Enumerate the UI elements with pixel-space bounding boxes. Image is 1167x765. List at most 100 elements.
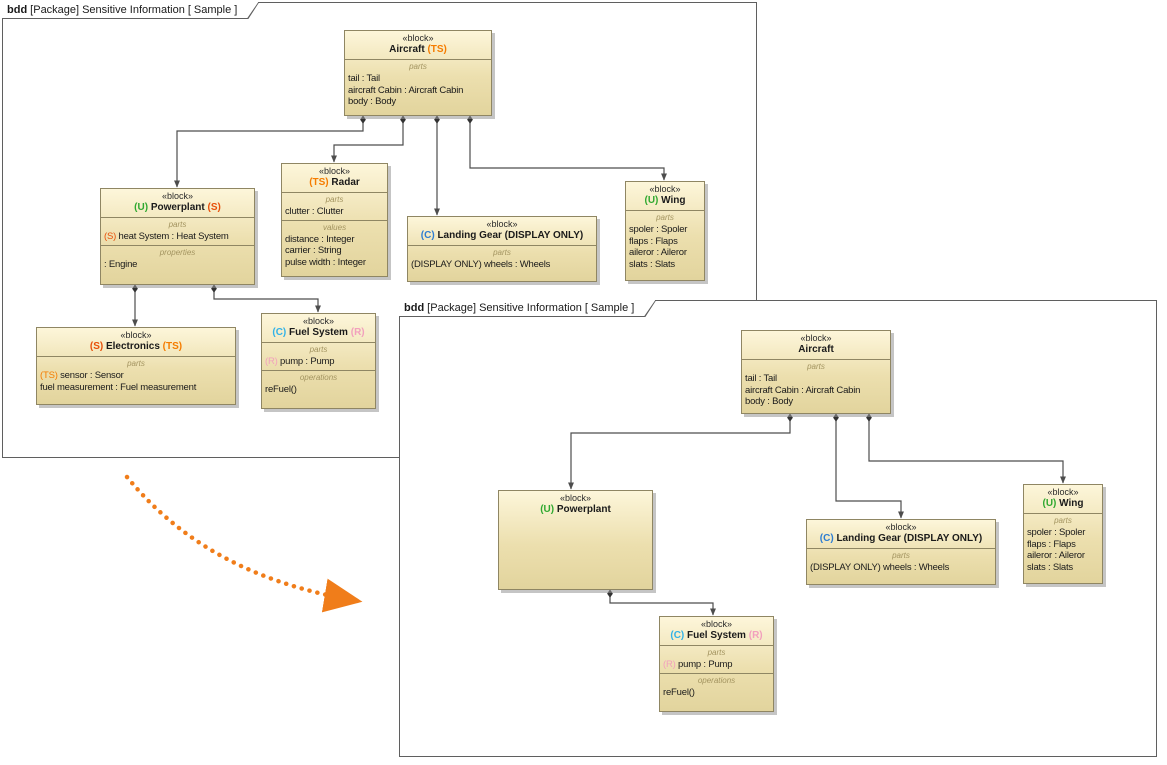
compartment-parts: parts(S) heat System : Heat System	[101, 217, 254, 245]
compartment-properties: properties : Engine	[101, 244, 254, 273]
block-stereotype: «block»	[486, 219, 518, 229]
compartment-parts: parts(DISPLAY ONLY) wheels : Wheels	[408, 245, 596, 273]
block-header: «block»(C) Landing Gear (DISPLAY ONLY)	[807, 520, 995, 548]
feature-line: (DISPLAY ONLY) wheels : Wheels	[411, 259, 551, 270]
feature-line: tail : Tail	[745, 373, 777, 384]
block-name: (C) Fuel System (R)	[272, 327, 365, 338]
block-name: (U) Wing	[1042, 498, 1084, 509]
compartment-label: operations	[697, 675, 736, 685]
feature-line: body : Body	[348, 96, 396, 107]
block-header: «block»(U) Powerplant	[499, 491, 652, 519]
block-stereotype: «block»	[402, 33, 434, 43]
compartment-parts: parts clutter : Clutter	[282, 192, 387, 220]
tab-diagram-name: Sensitive Information	[479, 302, 582, 314]
compartment-parts: parts(R) pump : Pump	[262, 342, 375, 370]
tab-diagram-name: Sensitive Information	[82, 4, 185, 16]
block-stereotype: «block»	[800, 333, 832, 343]
feature-line: body : Body	[745, 396, 793, 407]
compartment-label: values	[322, 222, 347, 232]
feature-line: aileror : Aileror	[1027, 550, 1085, 561]
feature-line: aircraft Cabin : Aircraft Cabin	[348, 84, 464, 96]
block-electronics[interactable]: «block»(S) Electronics (TS)parts(TS) sen…	[36, 327, 236, 405]
block-powerplant[interactable]: «block»(U) Powerplant (S)parts(S) heat S…	[100, 188, 255, 285]
block-name: (TS) Radar	[309, 177, 360, 188]
feature-line: reFuel()	[265, 383, 297, 395]
compartment-label: properties	[159, 247, 196, 257]
diagram-frame-tab: bdd[Package]Sensitive Information[ Sampl…	[399, 300, 656, 317]
block-name: (U) Powerplant (S)	[134, 202, 221, 213]
composition-connector[interactable]	[211, 284, 321, 313]
transform-arrow[interactable]	[124, 474, 363, 613]
feature-line: carrier : String	[285, 245, 342, 256]
composition-connector[interactable]	[331, 115, 406, 163]
block-fuel-system[interactable]: «block»(C) Fuel System (R)parts(R) pump …	[261, 313, 376, 409]
feature-line: (DISPLAY ONLY) wheels : Wheels	[810, 562, 950, 573]
compartment-label: parts	[409, 62, 427, 71]
feature-line: spoler : Spoler	[629, 224, 688, 235]
block-stereotype: «block»	[559, 493, 592, 503]
block-stereotype: «block»	[302, 316, 335, 326]
block-header: «block»Aircraft	[742, 331, 890, 359]
tab-element-type: [Package]	[427, 302, 477, 314]
block-name: (S) Electronics (TS)	[89, 341, 183, 352]
composition-connector[interactable]	[833, 413, 904, 519]
feature-line: flaps : Flaps	[1027, 538, 1076, 550]
feature-line: tail : Tail	[348, 73, 380, 84]
feature-line: (R) pump : Pump	[663, 659, 733, 670]
feature-line: (S) heat System : Heat System	[104, 231, 229, 242]
compartment-label: parts	[807, 362, 825, 371]
block-header: «block»(S) Electronics (TS)	[37, 328, 235, 356]
feature-line: reFuel()	[663, 686, 695, 698]
block-landing-gear-2[interactable]: «block»(C) Landing Gear (DISPLAY ONLY)pa…	[806, 519, 996, 585]
tab-diagram-kind: bdd	[7, 4, 28, 16]
tab-element-type: [Package]	[30, 4, 80, 16]
block-name: (U) Powerplant	[540, 504, 611, 515]
block-name: Aircraft	[798, 344, 834, 355]
composition-connector[interactable]	[467, 115, 667, 181]
block-fuel-system-2[interactable]: «block»(C) Fuel System (R)parts(R) pump …	[659, 616, 774, 712]
block-radar[interactable]: «block»(TS) Radar parts clutter : Clutter v…	[281, 163, 388, 277]
block-stereotype: «block»	[885, 522, 917, 532]
compartment-parts: parts (R) pump : Pump	[660, 645, 773, 673]
feature-line: pulse width : Integer	[285, 256, 366, 268]
tab-diagram-context: [ Sample ]	[187, 4, 238, 16]
block-header: «block»(U) Powerplant (S)	[101, 189, 254, 217]
block-header: «block»(C) Fuel System (R)	[262, 314, 375, 342]
feature-line: : Engine	[104, 258, 138, 270]
block-stereotype: «block»	[318, 166, 351, 176]
block-stereotype: «block»	[649, 184, 681, 194]
block-header: «block»(U) Wing	[1024, 485, 1102, 513]
compartment-label: parts	[707, 648, 726, 657]
block-stereotype: «block»	[1047, 487, 1079, 497]
feature-line: spoler : Spoler	[1027, 527, 1086, 538]
block-header: «block»(TS) Radar	[282, 164, 387, 192]
composition-connector[interactable]	[568, 413, 793, 490]
block-stereotype: «block»	[161, 191, 194, 201]
compartment-parts: parts (DISPLAY ONLY) wheels : Wheels	[807, 548, 995, 576]
block-name: Aircraft (TS)	[389, 44, 447, 55]
diagram-frame-tab-text: bdd[Package]Sensitive Information[ Sampl…	[399, 300, 655, 316]
composition-connector[interactable]	[607, 589, 716, 616]
composition-connector[interactable]	[866, 413, 1066, 484]
feature-line: slats : Slats	[1027, 561, 1073, 573]
feature-line: aileror : Aileror	[629, 247, 687, 258]
block-header: «block»(U) Wing	[626, 182, 704, 210]
feature-line: flaps : Flaps	[629, 235, 678, 247]
block-landing-gear[interactable]: «block»(C) Landing Gear (DISPLAY ONLY)pa…	[407, 216, 597, 282]
compartment-label: parts	[325, 195, 344, 204]
feature-line: clutter : Clutter	[285, 206, 344, 217]
compartment-label: parts	[892, 551, 910, 560]
block-stereotype: «block»	[120, 330, 152, 340]
tab-diagram-context: [ Sample ]	[584, 302, 635, 314]
block-powerplant-2[interactable]: «block»(U) Powerplant	[498, 490, 653, 590]
